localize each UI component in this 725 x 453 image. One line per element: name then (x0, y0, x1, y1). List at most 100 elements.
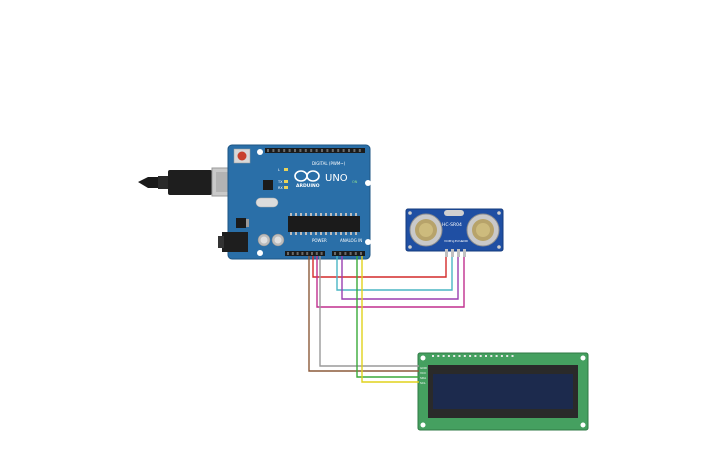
lcd-pin[interactable] (469, 355, 472, 357)
lcd-pin[interactable] (437, 355, 440, 357)
chip-pin (325, 213, 327, 216)
sensor-pin[interactable] (457, 249, 460, 257)
header-pin[interactable] (342, 149, 345, 152)
header-pin[interactable] (287, 252, 289, 255)
wire-teal-to-sensor-trig[interactable] (336, 256, 453, 291)
chip-pin (295, 213, 297, 216)
chip-pin (290, 213, 292, 216)
voltage-regulator (236, 218, 246, 228)
lcd-pin[interactable] (490, 355, 493, 357)
status-led (284, 180, 288, 183)
header-pin[interactable] (321, 149, 323, 152)
header-pin[interactable] (291, 252, 294, 255)
header-pin[interactable] (358, 149, 361, 152)
lcd-pin-label-sda: SDA (420, 376, 427, 380)
header-pin[interactable] (277, 149, 280, 152)
lcd-pin[interactable] (500, 355, 503, 357)
chip-pin (355, 213, 357, 216)
mounting-hole (365, 239, 371, 245)
header-pin[interactable] (288, 149, 291, 152)
header-pin[interactable] (296, 252, 299, 255)
chip-pin (315, 213, 317, 216)
header-pin[interactable] (360, 252, 362, 255)
chip-pin (320, 232, 322, 235)
header-pin[interactable] (326, 149, 329, 152)
header-pin[interactable] (315, 252, 318, 255)
lcd-pin[interactable] (474, 355, 477, 357)
lcd-pin[interactable] (506, 355, 509, 357)
mounting-hole (257, 250, 263, 256)
power-pin-header[interactable] (285, 251, 325, 256)
sensor-pin[interactable] (463, 249, 466, 257)
lcd-pin[interactable] (485, 355, 487, 357)
dc-power-jack[interactable] (218, 232, 248, 252)
wire-green-sda-to-lcd-sda[interactable] (356, 256, 419, 378)
status-led (284, 168, 288, 171)
lcd-pin[interactable] (458, 355, 461, 357)
lcd-pin[interactable] (453, 355, 456, 357)
sensor-pin[interactable] (445, 249, 448, 257)
mounting-hole (580, 355, 586, 361)
chip-pin (300, 213, 302, 216)
header-pin[interactable] (339, 252, 342, 255)
wire-yellow-scl-to-lcd-scl[interactable] (361, 256, 419, 383)
header-pin[interactable] (315, 149, 318, 152)
header-pin[interactable] (294, 149, 296, 152)
lcd-pin[interactable] (432, 355, 434, 357)
lcd-pin[interactable] (447, 355, 450, 357)
lcd-pin[interactable] (442, 355, 445, 357)
on-led-label: ON (352, 180, 358, 184)
chip-pin (350, 232, 352, 235)
lcd-screen (433, 374, 573, 409)
header-pin[interactable] (331, 149, 334, 152)
header-pin[interactable] (334, 252, 336, 255)
chip-pin (330, 232, 332, 235)
analog-header-label: ANALOG IN (340, 238, 362, 243)
lcd-pin[interactable] (463, 355, 466, 357)
header-pin[interactable] (348, 149, 350, 152)
reset-button[interactable] (233, 148, 251, 164)
lcd-pin-label-vcc: VCC (420, 371, 426, 375)
lcd-pin-label-gnd: GND (420, 366, 428, 370)
wire-gray-vcc-to-lcd-vcc[interactable] (319, 256, 419, 367)
arduino-logo-text: ARDUINO (296, 183, 320, 189)
lcd-pin[interactable] (479, 355, 482, 357)
chip-pin (335, 232, 337, 235)
sensor-pin-label-trig: Trig (448, 239, 454, 243)
crystal-oscillator (255, 197, 279, 208)
header-pin[interactable] (306, 252, 309, 255)
lcd-display-module[interactable]: GND VCC SDA SCL (417, 352, 589, 431)
sensor-pin[interactable] (451, 249, 454, 257)
header-pin[interactable] (337, 149, 340, 152)
mounting-hole (365, 180, 371, 186)
header-pin[interactable] (299, 149, 302, 152)
header-pin[interactable] (354, 252, 357, 255)
wire-purple-to-sensor-echo[interactable] (341, 256, 459, 300)
header-pin[interactable] (304, 149, 307, 152)
header-pin[interactable] (301, 252, 304, 255)
header-pin[interactable] (353, 149, 356, 152)
analog-pin-header[interactable] (332, 251, 365, 256)
digital-pin-header[interactable] (265, 148, 365, 153)
capacitor (271, 233, 285, 247)
l-led-label: L (278, 168, 280, 172)
header-pin[interactable] (272, 149, 275, 152)
rx-led-label: RX (278, 186, 283, 190)
sensor-pin-label-gnd: GND (461, 239, 469, 243)
lcd-pin[interactable] (495, 355, 498, 357)
header-pin[interactable] (311, 252, 313, 255)
chip-pin (300, 232, 302, 235)
header-pin[interactable] (320, 252, 323, 255)
mounting-hole (497, 245, 501, 249)
lcd-pin[interactable] (511, 355, 514, 357)
header-pin[interactable] (344, 252, 347, 255)
wire-magenta-gnd-to-sensor-gnd[interactable] (316, 256, 465, 308)
header-pin[interactable] (349, 252, 352, 255)
ultrasonic-sensor[interactable]: HC-SR04 VCC Trig Echo GND (405, 208, 504, 257)
header-pin[interactable] (310, 149, 313, 152)
wire-brown-gnd-to-lcd-gnd[interactable] (308, 256, 419, 372)
header-pin[interactable] (283, 149, 286, 152)
wire-red-5v-to-sensor-vcc[interactable] (312, 256, 447, 278)
header-pin[interactable] (267, 149, 269, 152)
arduino-uno-board[interactable]: DIGITAL (PWM~) ARDUINO UNO ON L TX RX (227, 144, 371, 260)
